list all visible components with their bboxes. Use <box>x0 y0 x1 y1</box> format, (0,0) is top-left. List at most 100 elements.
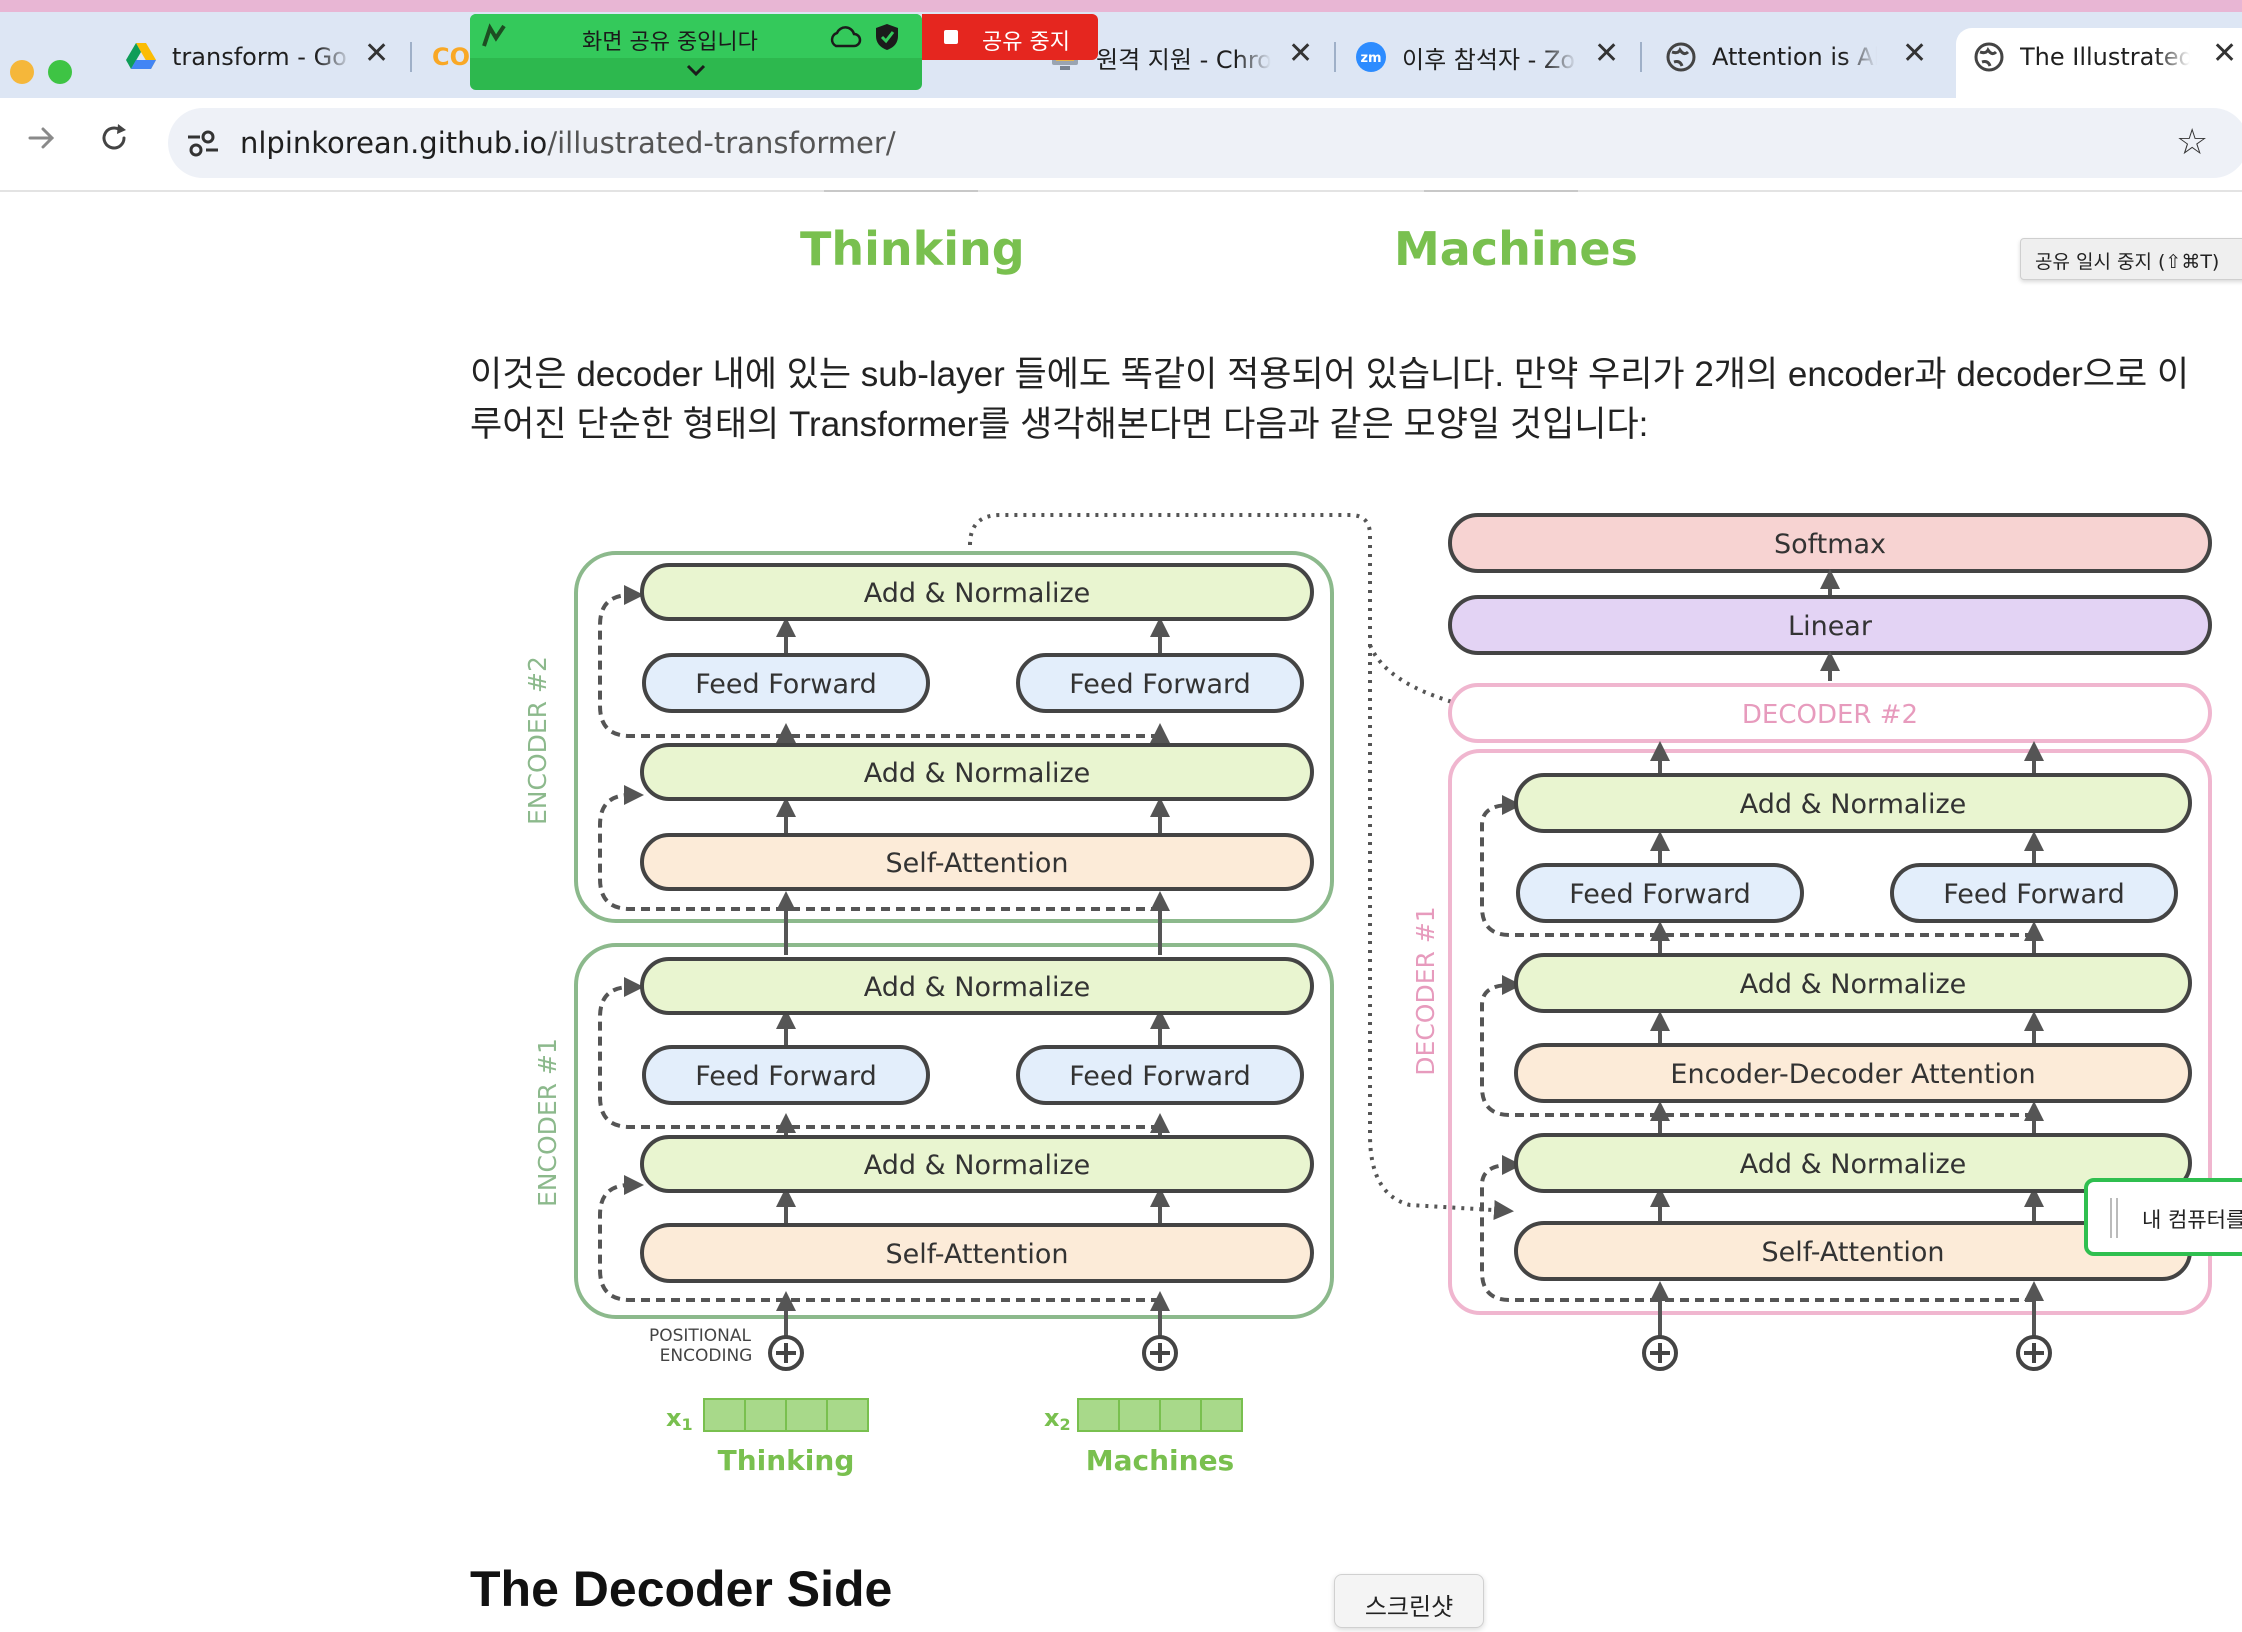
svg-text:zm: zm <box>1360 51 1381 66</box>
tab-label: transform - Go <box>172 43 347 71</box>
residual-path <box>1480 1155 2034 1302</box>
residual-path <box>1480 975 2034 1117</box>
stop-share-label: 공유 중지 <box>982 30 1070 55</box>
active-tab-background <box>1956 28 2242 98</box>
dec1-add-norm-bottom-label: Add & Normalize <box>1740 1149 1966 1180</box>
screenshot-button[interactable]: 스크린샷 <box>1334 1574 1484 1628</box>
shield-icon <box>874 22 900 56</box>
tab-transform[interactable]: transform - Go ✕ <box>126 26 396 88</box>
maximize-window-button[interactable] <box>48 60 72 84</box>
top-word-machines: Machines <box>1394 222 1638 276</box>
enc1-feed-forward-2 <box>1016 1045 1304 1105</box>
remote-control-chip[interactable]: 내 컴퓨터를 <box>2084 1178 2242 1256</box>
google-drive-icon <box>126 42 156 72</box>
dec1-add-norm-top-label: Add & Normalize <box>1740 789 1966 820</box>
dec1-self-attention-label: Self-Attention <box>1761 1237 1944 1268</box>
dec1-enc-dec-attention-label: Encoder-Decoder Attention <box>1670 1059 2035 1090</box>
dec1-feed-forward-1 <box>1516 863 1804 923</box>
enc2-add-norm-bottom <box>640 743 1314 801</box>
input-vector-x2 <box>1077 1398 1243 1432</box>
enc2-self-attention-label: Self-Attention <box>885 848 1068 879</box>
dec1-feed-forward-1-label: Feed Forward <box>1569 879 1751 910</box>
close-icon[interactable]: ✕ <box>1902 36 1928 71</box>
linear-label: Linear <box>1788 611 1873 642</box>
dec1-feed-forward-2 <box>1890 863 2178 923</box>
url-text: nlpinkorean.github.io/illustrated-transf… <box>240 126 896 160</box>
residual-path <box>598 977 1160 1129</box>
stop-share-button[interactable]: 공유 중지 <box>922 14 1098 60</box>
tab-label: The Illustrated <box>2020 43 2190 71</box>
system-top-strip <box>0 0 2242 12</box>
section-heading: The Decoder Side <box>470 1561 893 1617</box>
enc2-self-attention <box>640 833 1314 891</box>
enc1-feed-forward-2-label: Feed Forward <box>1069 1061 1251 1092</box>
tab-separator <box>410 42 412 72</box>
share-status-label: 화면 공유 중입니다 <box>582 30 758 55</box>
input-word-machines: Machines <box>1086 1444 1234 1477</box>
enc2-feed-forward-2 <box>1016 653 1304 713</box>
drag-handle-icon[interactable] <box>2110 1198 2118 1238</box>
body-paragraph: 이것은 decoder 내에 있는 sub-layer 들에도 똑같이 적용되어… <box>470 355 2190 444</box>
enc1-self-attention-label: Self-Attention <box>885 1239 1068 1270</box>
encoder-2-container <box>574 551 1334 923</box>
reload-icon[interactable] <box>98 122 130 158</box>
url-host: nlpinkorean.github.io <box>240 126 548 160</box>
tab-separator <box>1640 42 1642 72</box>
input-x1-label: x1 <box>666 1404 693 1434</box>
encoder-2-label: ENCODER #2 <box>523 656 552 825</box>
tab-attention-paper[interactable]: Attention is All ✕ <box>1666 26 1936 88</box>
cloud-icon <box>828 24 862 54</box>
chevron-down-icon[interactable] <box>684 62 708 84</box>
tab-zoom[interactable]: zm 이후 참석자 - Zo ✕ <box>1356 26 1626 88</box>
top-word-underline <box>824 190 978 192</box>
dec1-feed-forward-2-label: Feed Forward <box>1943 879 2125 910</box>
enc1-add-norm-top <box>640 957 1314 1015</box>
close-icon[interactable]: ✕ <box>2212 36 2238 71</box>
enc2-add-norm-top <box>640 563 1314 621</box>
globe-icon <box>1974 42 2004 72</box>
site-settings-icon[interactable] <box>186 128 220 162</box>
decoder-2-label: DECODER #2 <box>1742 700 1918 730</box>
residual-path <box>1480 795 2034 937</box>
dec1-add-norm-bottom <box>1514 1133 2192 1193</box>
tab-colab[interactable]: CO <box>432 26 472 88</box>
close-icon[interactable]: ✕ <box>364 36 390 71</box>
enc1-feed-forward-1 <box>642 1045 930 1105</box>
enc2-feed-forward-2-label: Feed Forward <box>1069 669 1251 700</box>
enc1-self-attention <box>640 1223 1314 1283</box>
softmax-label: Softmax <box>1774 529 1886 560</box>
decoder-2-box <box>1448 683 2212 743</box>
enc2-add-norm-bottom-label: Add & Normalize <box>864 758 1090 789</box>
minimize-window-button[interactable] <box>10 60 34 84</box>
enc1-add-norm-top-label: Add & Normalize <box>864 972 1090 1003</box>
transformer-diagram: ENCODER #2 ENCODER #1 Add & Normalize Fe… <box>523 513 2212 1477</box>
residual-path <box>598 785 1160 911</box>
tab-label: 이후 참석자 - Zo <box>1402 45 1576 74</box>
forward-icon[interactable] <box>26 122 58 158</box>
browser-toolbar: nlpinkorean.github.io/illustrated-transf… <box>0 98 2242 192</box>
enc2-feed-forward-1 <box>642 653 930 713</box>
tab-separator <box>1334 42 1336 72</box>
url-path: /illustrated-transformer/ <box>547 126 896 160</box>
input-vector-x1 <box>703 1398 869 1432</box>
screen-share-bar[interactable]: 화면 공유 중입니다 <box>470 14 922 90</box>
tab-label: Attention is All <box>1712 43 1877 71</box>
close-icon[interactable]: ✕ <box>1594 36 1620 71</box>
pause-share-tooltip: 공유 일시 중지 (⇧⌘T) <box>2020 238 2242 280</box>
tab-illustrated-transformer[interactable]: The Illustrated ✕ <box>1974 26 2242 88</box>
enc2-feed-forward-1-label: Feed Forward <box>695 669 877 700</box>
address-bar[interactable]: nlpinkorean.github.io/illustrated-transf… <box>168 108 2242 178</box>
tab-label: 원격 지원 - Chro <box>1096 45 1271 74</box>
dec1-add-norm-top <box>1514 773 2192 833</box>
positional-encoding-label-2: ENCODING <box>660 1346 753 1366</box>
dec1-add-norm-middle <box>1514 953 2192 1013</box>
encoder-1-label: ENCODER #1 <box>533 1038 562 1207</box>
bookmark-star-icon[interactable]: ☆ <box>2176 122 2209 163</box>
enc1-add-norm-bottom <box>640 1135 1314 1193</box>
close-icon[interactable]: ✕ <box>1288 36 1314 71</box>
top-word-underline <box>1424 190 1578 192</box>
positional-encoding-label-1: POSITIONAL <box>649 1326 752 1346</box>
top-word-thinking: Thinking <box>800 222 1025 276</box>
input-word-thinking: Thinking <box>718 1444 855 1477</box>
enc2-add-norm-top-label: Add & Normalize <box>864 578 1090 609</box>
